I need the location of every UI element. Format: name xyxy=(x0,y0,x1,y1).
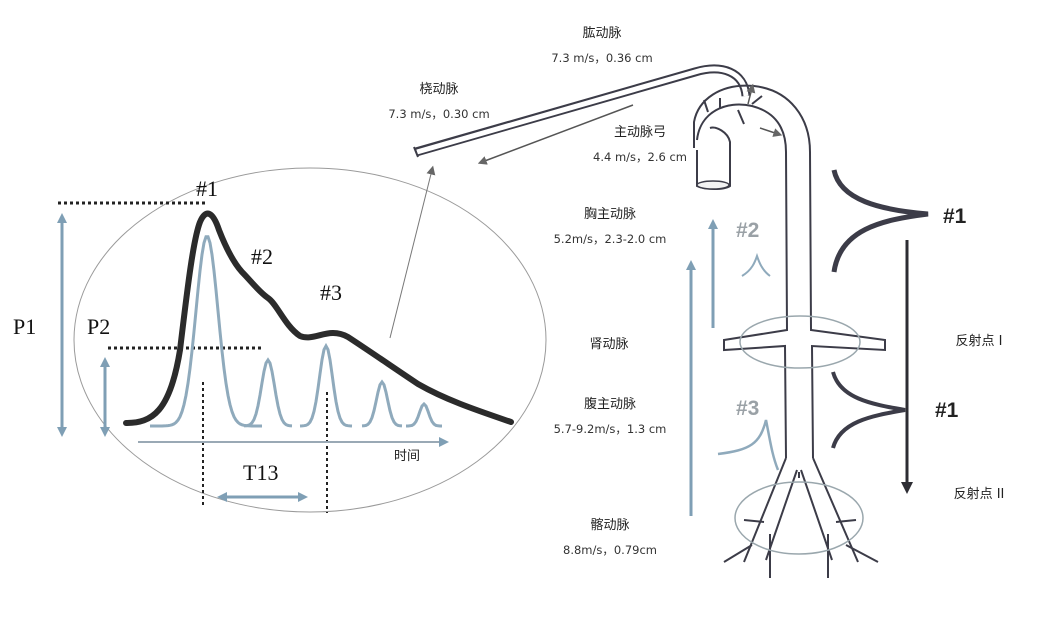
iliac-bifurcation xyxy=(743,457,859,563)
aorta-outline xyxy=(693,84,886,459)
thoracic-aorta-spec: 5.2m/s，2.3-2.0 cm xyxy=(553,232,667,246)
reflected-wave-3-label: #3 xyxy=(736,397,760,420)
forward-wave-lower-shape xyxy=(831,371,906,449)
peak-1-label: #1 xyxy=(196,176,218,201)
radial-artery-name: 桡动脉 xyxy=(419,82,459,97)
t13-label: T13 xyxy=(243,460,279,485)
component-wave-1 xyxy=(150,235,262,428)
radial-tube-end xyxy=(413,146,419,158)
aortic-root-opening xyxy=(696,180,730,190)
arch-branch-vessels xyxy=(703,95,763,125)
forward-wave-upper-label: #1 xyxy=(943,205,967,228)
reflected-wave-3-shape xyxy=(717,419,780,471)
radial-brachial-artery-lumen xyxy=(416,66,749,155)
ellipse-to-radial-pointer xyxy=(389,165,436,339)
thoracic-aorta-name: 胸主动脉 xyxy=(583,207,637,222)
forward-wave-upper-shape xyxy=(831,169,929,273)
forward-wave-lower-label: #1 xyxy=(935,399,959,422)
component-wave-2 xyxy=(243,357,293,428)
brachial-artery-name: 肱动脉 xyxy=(582,26,622,41)
abdominal-aorta-name: 腹主动脉 xyxy=(583,397,637,412)
iliac-branch-right xyxy=(827,519,879,578)
reflection-point-1-label: 反射点 I xyxy=(955,334,1003,349)
renal-reflection-site xyxy=(739,315,861,369)
peak-2-label: #2 xyxy=(251,244,273,269)
component-wave-4 xyxy=(361,379,403,428)
aortic-root xyxy=(696,126,731,190)
component-wave-5 xyxy=(406,401,442,428)
peak-3-label: #3 xyxy=(320,280,342,305)
waveform-magnifier-ellipse xyxy=(73,167,547,513)
reflected-wave-2-shape xyxy=(741,252,771,277)
aortic-arch-name: 主动脉弓 xyxy=(613,125,667,140)
p2-label: P2 xyxy=(87,314,111,339)
arch-flow-arrow xyxy=(759,127,783,137)
arch-up-arrow xyxy=(746,83,756,105)
iliac-branch-left xyxy=(723,519,771,578)
reflected-wave-2-label: #2 xyxy=(736,219,760,242)
p1-label: P1 xyxy=(13,314,37,339)
renal-artery-name: 肾动脉 xyxy=(589,337,629,352)
aortic-arch-spec: 4.4 m/s，2.6 cm xyxy=(593,150,687,164)
forward-wave-arrow-radial xyxy=(477,104,634,165)
reflection-point-2-label: 反射点 II xyxy=(953,487,1005,502)
iliac-reflection-site xyxy=(734,481,864,555)
composite-pulse-wave xyxy=(123,210,514,426)
iliac-artery-spec: 8.8m/s，0.79cm xyxy=(563,543,657,557)
brachial-artery-spec: 7.3 m/s，0.36 cm xyxy=(551,51,653,65)
component-wave-3 xyxy=(299,342,353,428)
iliac-artery-name: 髂动脉 xyxy=(590,518,630,533)
time-axis-label: 时间 xyxy=(393,449,421,464)
radial-artery-spec: 7.3 m/s，0.30 cm xyxy=(388,107,490,121)
abdominal-aorta-spec: 5.7-9.2m/s，1.3 cm xyxy=(553,422,667,436)
